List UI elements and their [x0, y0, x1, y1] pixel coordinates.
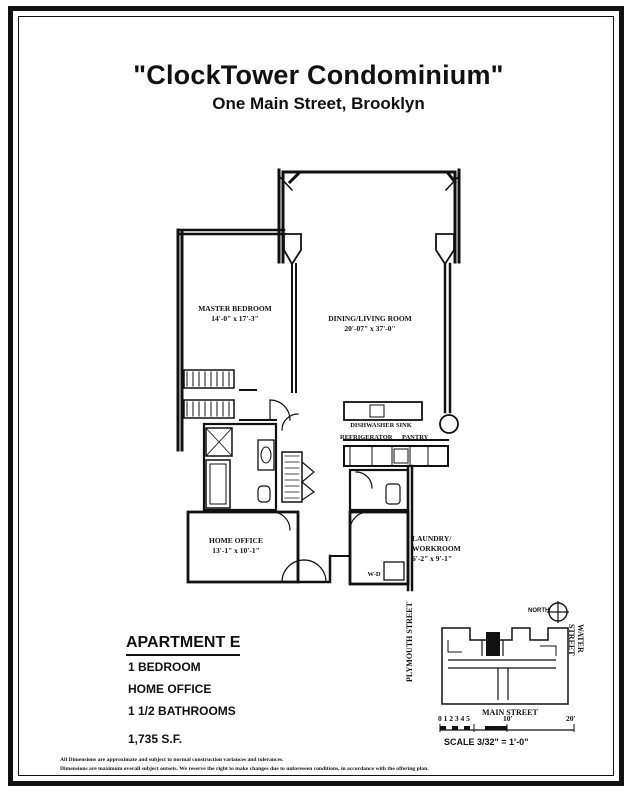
- kitchen-island: [343, 401, 423, 421]
- home-office-name: HOME OFFICE: [209, 536, 263, 545]
- apartment-name: APARTMENT E: [126, 634, 241, 656]
- master-bedroom-label: MASTER BEDROOM 14'-0" x 17'-3": [190, 304, 280, 324]
- living-room-walls: [277, 168, 458, 264]
- refrigerator-label: REFRIGERATOR: [340, 434, 393, 441]
- column-right: [435, 233, 455, 266]
- master-bedroom-dims: 14'-0" x 17'-3": [211, 314, 259, 323]
- building-address: One Main Street, Brooklyn: [212, 94, 425, 113]
- pantry-label: PANTRY: [402, 434, 429, 441]
- column-left: [283, 233, 302, 266]
- scale-tick-10: 10': [503, 714, 513, 723]
- hall-closet: [281, 451, 303, 503]
- laundry-dims: 6'-2" x 9'-1": [412, 554, 452, 563]
- main-street-label: MAIN STREET: [482, 708, 538, 717]
- washer-dryer-label: W-D: [367, 571, 381, 578]
- water-street-label: WATER STREET: [567, 624, 585, 656]
- dining-living-dims: 20'-07" x 37'-0": [344, 324, 396, 333]
- scale-tick-20: 20': [566, 714, 576, 723]
- disclaimer-line-2: Dimensions are maximum overall subject o…: [60, 766, 429, 772]
- inner-border: [18, 16, 614, 776]
- bedroom-count: 1 BEDROOM: [128, 660, 201, 674]
- toilet: [257, 485, 271, 503]
- square-footage: 1,735 S.F.: [128, 732, 183, 746]
- north-label: NORTH: [528, 608, 550, 614]
- column-round: [439, 414, 459, 434]
- closet-lower: [183, 399, 235, 419]
- bathroom-count: 1 1/2 BATHROOMS: [128, 704, 236, 718]
- laundry-label: LAUNDRY/ WORKROOM 6'-2" x 9'-1": [412, 534, 484, 564]
- dishwasher-sink-label: DISHWASHER SINK: [350, 422, 412, 429]
- scale-tick-0-5: 0 1 2 3 4 5: [438, 714, 470, 723]
- building-title: "ClockTower Condominium": [133, 60, 504, 90]
- kitchen-counter: [343, 445, 449, 467]
- disclaimer-line-1: All Dimensions are approximate and subje…: [60, 757, 284, 763]
- vanity: [257, 439, 275, 471]
- laundry-name: LAUNDRY/: [412, 534, 452, 543]
- laundry-name2: WORKROOM: [412, 544, 461, 553]
- dining-living-name: DINING/LIVING ROOM: [328, 314, 412, 323]
- plymouth-street-label: PLYMOUTH STREET: [405, 602, 414, 682]
- closet-upper: [183, 369, 235, 389]
- home-office-label: HOME OFFICE 13'-1" x 10'-1": [196, 536, 276, 556]
- home-office-note: HOME OFFICE: [128, 682, 212, 696]
- bathtub: [205, 459, 231, 509]
- master-bedroom-name: MASTER BEDROOM: [198, 304, 272, 313]
- disclaimer: All Dimensions are approximate and subje…: [60, 756, 590, 774]
- bedroom-walls: [176, 228, 286, 236]
- outer-border: [8, 6, 624, 786]
- shower: [205, 427, 233, 457]
- scale-text: SCALE 3/32" = 1'-0": [444, 737, 529, 747]
- home-office-dims: 13'-1" x 10'-1": [212, 546, 260, 555]
- washer-dryer: [383, 561, 405, 581]
- dining-living-label: DINING/LIVING ROOM 20'-07" x 37'-0": [310, 314, 430, 334]
- bathroom: [202, 422, 278, 512]
